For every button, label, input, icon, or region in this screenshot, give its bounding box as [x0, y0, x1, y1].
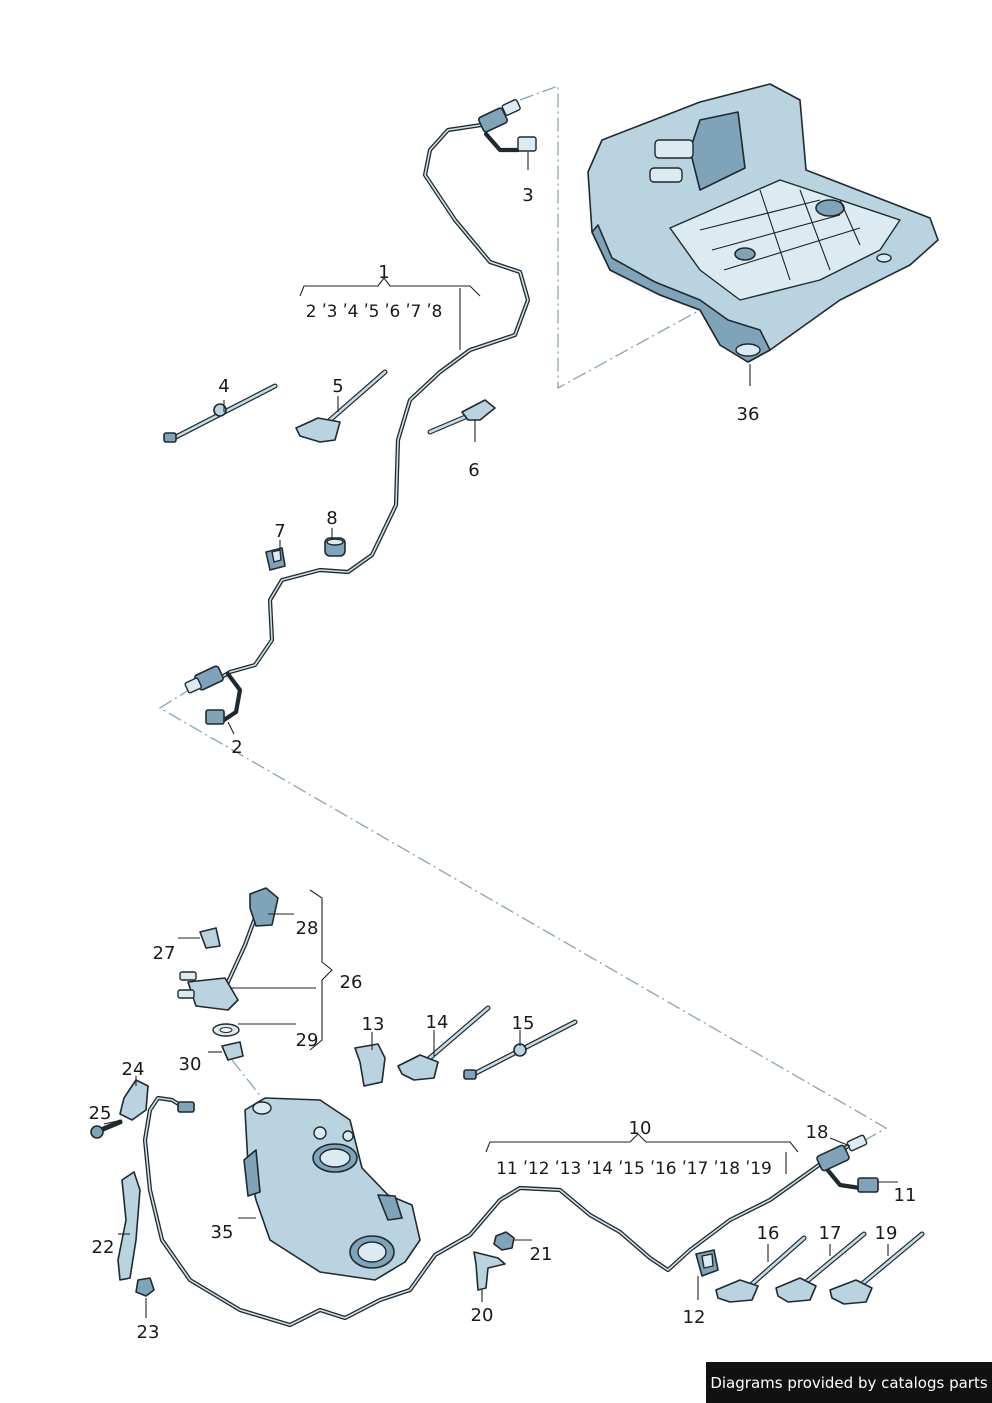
- cable-tie-4: [163, 383, 278, 443]
- cable-tie-16: [715, 1235, 807, 1303]
- callout-10-sublist: 11 ʹ12 ʹ13 ʹ14 ʹ15 ʹ16 ʹ17 ʹ18 ʹ19: [496, 1159, 772, 1179]
- leader-lines: [103, 152, 898, 1318]
- callout-28: 28: [296, 918, 319, 939]
- reference-lines: [158, 85, 888, 1143]
- clip-12: [695, 1249, 719, 1277]
- bracket-24: [119, 1079, 149, 1121]
- bracket-20: [473, 1251, 506, 1291]
- callout-1: 1: [378, 262, 389, 283]
- callout-17: 17: [819, 1223, 842, 1244]
- callout-24: 24: [122, 1059, 145, 1080]
- wiring-harness-1: [184, 99, 537, 725]
- callout-12: 12: [683, 1307, 706, 1328]
- cable-tie-15: [463, 1019, 578, 1080]
- callout-15: 15: [512, 1013, 535, 1034]
- callout-36: 36: [737, 404, 760, 425]
- callout-1-sublist: 2 ʹ3 ʹ4 ʹ5 ʹ6 ʹ7 ʹ8: [306, 302, 443, 322]
- footer-text: Diagrams provided by catalogs parts: [710, 1373, 988, 1392]
- callout-6: 6: [468, 460, 479, 481]
- nut-23: [135, 1277, 155, 1297]
- tank-36: [587, 83, 939, 363]
- callout-7: 7: [274, 521, 285, 542]
- callout-8: 8: [326, 508, 337, 529]
- callout-18: 18: [806, 1122, 829, 1143]
- callout-19: 19: [875, 1223, 898, 1244]
- callout-13: 13: [362, 1014, 385, 1035]
- catalytic-converter-35: [231, 1059, 421, 1281]
- nut-21: [493, 1231, 515, 1251]
- callout-30: 30: [179, 1054, 202, 1075]
- callout-labels: 1 2 ʹ3 ʹ4 ʹ5 ʹ6 ʹ7 ʹ8 2 3 4 5 6 7 8 36 2…: [89, 185, 917, 1343]
- cable-tie-5: [295, 369, 388, 443]
- footer-credit: Diagrams provided by catalogs parts: [706, 1362, 992, 1403]
- callout-14: 14: [426, 1012, 449, 1033]
- bracket-22: [117, 1171, 141, 1281]
- callout-3: 3: [522, 185, 533, 206]
- bolt-25: [90, 1119, 123, 1139]
- cable-tie-6: [427, 399, 496, 435]
- callout-25: 25: [89, 1103, 112, 1124]
- wiring-harness-10: [142, 1095, 879, 1328]
- callout-35: 35: [211, 1222, 234, 1243]
- callout-29: 29: [296, 1030, 319, 1051]
- callout-2: 2: [231, 737, 242, 758]
- sensor-group-26: [177, 887, 279, 1061]
- callout-4: 4: [218, 376, 229, 397]
- bracket-13: [354, 1043, 386, 1087]
- callout-26: 26: [340, 972, 363, 993]
- callout-5: 5: [332, 376, 343, 397]
- cable-tie-14: [397, 1005, 491, 1081]
- callout-20: 20: [471, 1305, 494, 1326]
- cable-tie-17: [775, 1231, 867, 1303]
- callout-21: 21: [530, 1244, 553, 1265]
- clip-7: [265, 547, 286, 571]
- callout-22: 22: [92, 1237, 115, 1258]
- callout-27: 27: [153, 943, 176, 964]
- callout-23: 23: [137, 1322, 160, 1343]
- callout-16: 16: [757, 1223, 780, 1244]
- callout-10: 10: [629, 1118, 652, 1139]
- grommet-8: [324, 537, 346, 557]
- cable-tie-19: [829, 1231, 925, 1305]
- callout-11: 11: [894, 1185, 917, 1206]
